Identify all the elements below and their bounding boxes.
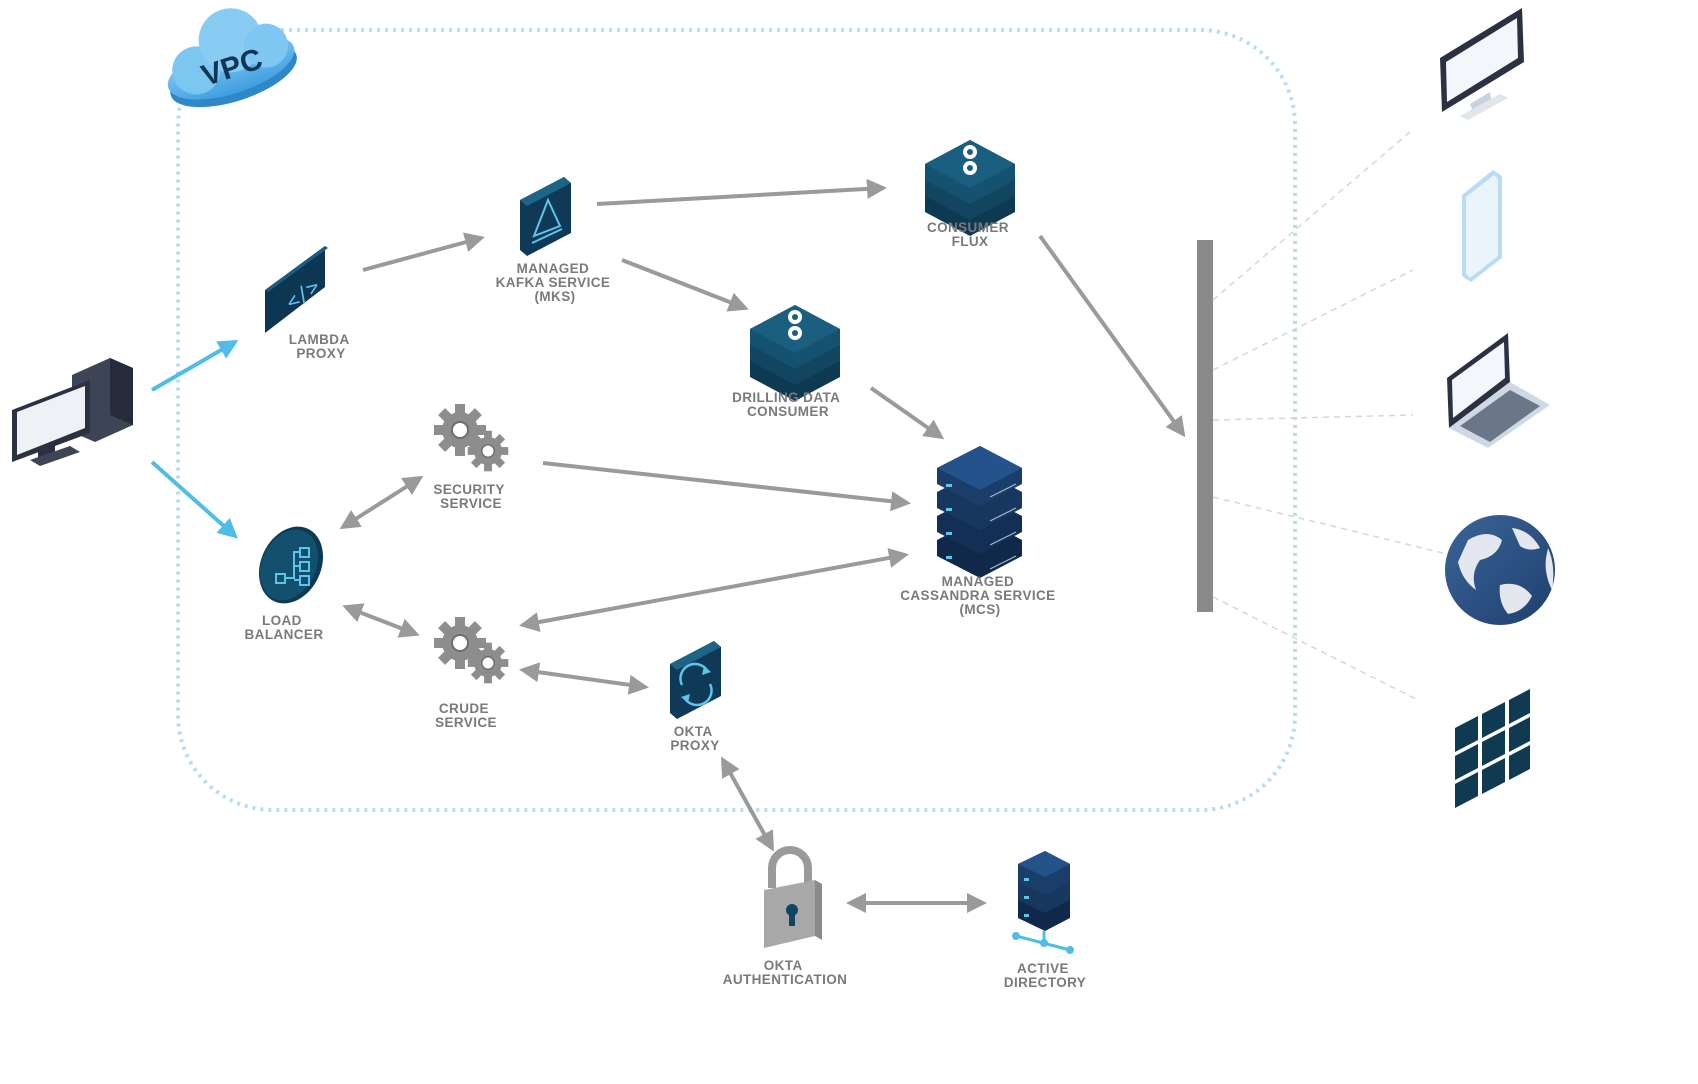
arrow-drilling-cassandra	[869, 386, 945, 440]
arrow-security-loadbalancer	[339, 475, 424, 530]
monitor-icon	[1440, 8, 1524, 120]
grid-icon	[1455, 689, 1530, 808]
distribution-bus	[1197, 240, 1213, 612]
cloud-icon: VPC	[167, 8, 297, 108]
okta-auth-label: OKTA AUTHENTICATION	[723, 958, 848, 987]
globe-icon	[1445, 515, 1555, 625]
arrow-loadbalancer-crude	[342, 603, 420, 638]
arrow-crude-oktaproxy	[519, 662, 649, 695]
arrow-oktaproxy-oktaauth	[721, 756, 774, 852]
lambda-icon: </>	[265, 246, 328, 333]
consumer-flux-label: CONSUMER FLUX	[927, 220, 1013, 249]
client-links	[1212, 131, 1444, 701]
server-rack-icon	[937, 446, 1022, 578]
lambda-label: LAMBDA PROXY	[289, 332, 354, 361]
arrow-consumerflux-bus	[1038, 234, 1186, 438]
arrow-kafka-drilling	[621, 258, 749, 312]
lock-icon	[764, 846, 822, 948]
arrow-kafka-consumerflux	[596, 178, 887, 206]
gears-icon	[433, 403, 510, 473]
arrow-security-cassandra	[542, 461, 911, 512]
sync-icon	[670, 641, 721, 719]
laptop-icon	[1447, 333, 1550, 448]
network-server-icon	[1012, 851, 1074, 954]
arrow-desktop-lambda	[150, 339, 239, 392]
security-label: SECURITY SERVICE	[433, 482, 508, 511]
arrow-lambda-kafka	[362, 232, 485, 272]
load-balancer-icon	[258, 526, 324, 604]
kafka-icon	[520, 177, 571, 256]
arrow-desktop-loadbalancer	[150, 460, 238, 539]
vpc-boundary	[176, 28, 1297, 812]
desktop-icon	[12, 358, 133, 466]
crude-label: CRUDE SERVICE	[435, 701, 497, 730]
connections	[150, 178, 1186, 913]
kafka-label: MANAGED KAFKA SERVICE (MKS)	[496, 261, 615, 304]
cassandra-label: MANAGED CASSANDRA SERVICE (MCS)	[900, 574, 1059, 617]
active-directory-label: ACTIVE DIRECTORY	[1004, 961, 1086, 990]
database-stack-icon	[750, 305, 840, 401]
load-balancer-label: LOAD BALANCER	[245, 613, 324, 642]
arrow-cassandra-crude	[519, 548, 909, 632]
gears-icon	[433, 616, 510, 685]
phone-icon	[1462, 170, 1502, 282]
okta-proxy-label: OKTA PROXY	[670, 724, 719, 753]
drilling-label: DRILLING DATA CONSUMER	[732, 390, 844, 419]
